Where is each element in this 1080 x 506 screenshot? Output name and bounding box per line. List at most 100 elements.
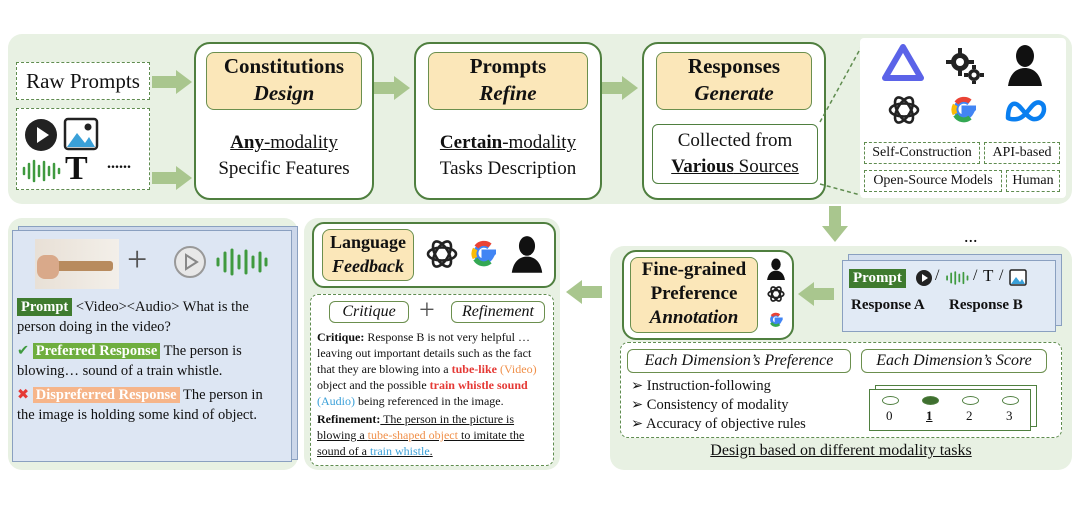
- responses-header: Responses Generate: [656, 52, 812, 110]
- qwen-icon: [882, 44, 924, 81]
- responses-subtitle: Generate: [694, 81, 774, 105]
- person-icon-small: [767, 258, 785, 280]
- openai-icon: [888, 96, 920, 124]
- example-plus: +: [127, 239, 148, 279]
- score-option-0[interactable]: [882, 396, 899, 405]
- openai-icon-small: [767, 286, 785, 302]
- raw-prompts-box: Raw Prompts: [16, 62, 150, 100]
- responses-generate-stage: Responses Generate Collected from Variou…: [642, 42, 826, 200]
- responses-body: Collected from Various Sources: [652, 124, 818, 184]
- criterion-item: ➢ Instruction-following: [631, 378, 771, 394]
- fine-grained-annotation-stage: Fine-grained Preference Annotation: [622, 250, 794, 340]
- modality-sep-1: /: [935, 267, 940, 284]
- hand-shape: [37, 255, 59, 279]
- score-card-front: 0 1 2 3: [869, 389, 1031, 431]
- dimension-score-header: Each Dimension’s Score: [861, 349, 1047, 373]
- tasks-description-label: Tasks Description: [439, 158, 577, 179]
- modality-label-2: -modality: [502, 132, 577, 153]
- score-label-0: 0: [886, 408, 893, 423]
- video-thumbnail: [35, 239, 119, 289]
- response-card-front: Prompt / / T / Response A Response B: [842, 260, 1056, 332]
- example-text: Prompt <Video><Audio> What is the person…: [17, 297, 283, 425]
- criteria-list: ➢ Instruction-following ➢ Consistency of…: [631, 377, 806, 434]
- image-icon-small: [1009, 269, 1027, 286]
- audio-wave-icon: [22, 159, 61, 183]
- certain-label: Certain: [439, 132, 503, 153]
- constitutions-design-stage: Constitutions Design Any-modality Specif…: [194, 42, 374, 200]
- prompts-header: Prompts Refine: [428, 52, 588, 110]
- play-icon: [25, 119, 57, 151]
- gear-icon: [946, 48, 984, 84]
- dispreferred-response: ✖ Dispreferred Response The person in th…: [17, 387, 263, 423]
- text-icon-small: T: [983, 266, 994, 285]
- prompts-body: Certain-modality Tasks Description: [416, 130, 600, 182]
- various-label: Various: [671, 156, 734, 177]
- score-option-3[interactable]: [1002, 396, 1019, 405]
- open-source-chip: Open-Source Models: [864, 170, 1002, 192]
- human-chip: Human: [1006, 170, 1060, 192]
- response-b-label: Response B: [949, 297, 1023, 313]
- score-label-2: 2: [966, 408, 973, 423]
- constitutions-title: Constitutions: [223, 54, 345, 78]
- raw-prompts-label: Raw Prompts: [26, 69, 140, 93]
- person-icon-feedback: [511, 236, 543, 273]
- google-icon: [951, 96, 976, 123]
- arrow-prompts-to-responses: [600, 76, 638, 100]
- audio-wave-icon-small: [946, 271, 969, 285]
- score-option-2[interactable]: [962, 396, 979, 405]
- score-label-3: 3: [1006, 408, 1013, 423]
- modality-sep-2: /: [973, 267, 978, 284]
- person-icon: [1008, 45, 1042, 86]
- more-inputs-ellipsis: ......: [107, 155, 131, 172]
- sources-connector: [819, 41, 865, 197]
- annotation-footer-text: Design based on different modality tasks: [710, 442, 972, 459]
- score-option-1-selected[interactable]: [922, 396, 939, 405]
- annotation-footer: Design based on different modality tasks: [610, 442, 1072, 460]
- critique-tab: Critique: [329, 301, 409, 323]
- annotation-header: Fine-grained Preference Annotation: [630, 257, 758, 333]
- sources-box: Self-Construction API-based Open-Source …: [860, 38, 1066, 198]
- annotation-title-2: Preference: [650, 283, 738, 304]
- prompts-refine-stage: Prompts Refine Certain-modality Tasks De…: [414, 42, 602, 200]
- image-icon: [63, 117, 99, 151]
- critique-text: Critique: Response B is not very helpful…: [317, 330, 537, 408]
- arrow-raw-to-constitutions: [152, 70, 192, 94]
- score-label-1: 1: [926, 408, 933, 423]
- self-construction-chip: Self-Construction: [864, 142, 980, 164]
- arrow-down-to-annotation: [822, 206, 848, 242]
- constitutions-body: Any-modality Specific Features: [196, 130, 372, 182]
- critique-box: Critique + Refinement Critique: Response…: [310, 294, 554, 466]
- meta-icon: [1005, 100, 1047, 122]
- constitutions-subtitle: Design: [253, 81, 315, 105]
- preferred-response: ✔ Preferred Response The person is blowi…: [17, 343, 242, 379]
- google-icon-feedback: [471, 240, 496, 267]
- feedback-title-1: Language: [329, 232, 407, 252]
- language-feedback-stage: Language Feedback: [312, 222, 556, 288]
- refinement-text: Refinement: The person in the picture is…: [317, 412, 525, 458]
- feedback-title-2: Feedback: [332, 256, 404, 276]
- responses-title: Responses: [687, 54, 781, 78]
- play-icon-small: [916, 270, 932, 286]
- prompts-title: Prompts: [469, 54, 547, 78]
- openai-icon-feedback: [426, 240, 458, 268]
- any-label: Any: [230, 132, 264, 153]
- critique-plus: +: [419, 295, 435, 326]
- annotation-title-3: Annotation: [649, 307, 739, 328]
- example-page: + Prompt <Video><Audio> What is the pers…: [12, 230, 292, 462]
- annotation-title-1: Fine-grained: [641, 259, 747, 280]
- sources-label: Sources: [733, 156, 799, 177]
- modality-label: -modality: [263, 132, 338, 153]
- arrow-constitutions-to-prompts: [372, 76, 410, 100]
- dimensions-box: Each Dimension’s Preference Each Dimensi…: [620, 342, 1062, 438]
- dimension-preference-header: Each Dimension’s Preference: [627, 349, 851, 373]
- criterion-item: ➢ Consistency of modality: [631, 397, 789, 413]
- example-prompt: Prompt <Video><Audio> What is the person…: [17, 298, 249, 335]
- tube-shape: [41, 261, 113, 271]
- specific-features-label: Specific Features: [218, 158, 350, 179]
- feedback-header: Language Feedback: [322, 229, 414, 281]
- api-based-chip: API-based: [984, 142, 1060, 164]
- play-button-icon[interactable]: [173, 245, 207, 279]
- audio-wave-icon-example: [216, 248, 268, 276]
- prompt-badge: Prompt: [849, 269, 906, 288]
- text-icon: T: [65, 150, 88, 187]
